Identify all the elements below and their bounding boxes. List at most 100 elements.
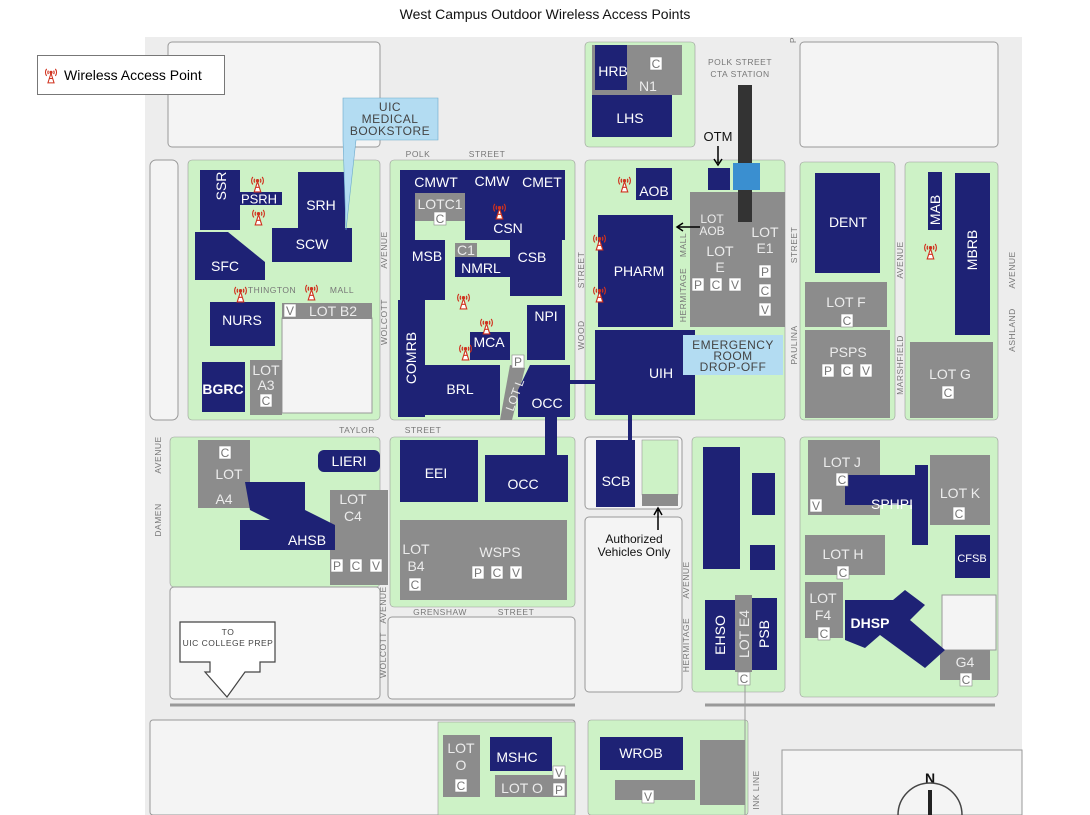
lot-c4[interactable]: LOT — [339, 491, 367, 507]
building-hrb[interactable]: HRB — [598, 63, 628, 79]
lot-a3[interactable]: LOT — [252, 362, 280, 378]
lot-k[interactable]: LOT K — [940, 485, 981, 501]
building-srh[interactable]: SRH — [306, 197, 336, 213]
building-pharm[interactable]: PHARM — [614, 263, 665, 279]
svg-text:MALL: MALL — [678, 233, 688, 257]
svg-text:STREET: STREET — [469, 149, 506, 159]
lot-label: C4 — [344, 508, 362, 524]
street-labels: POLK STREET TAYLOR STREET GRENSHAW STREE… — [153, 37, 1017, 810]
building-wrob[interactable]: WROB — [619, 745, 663, 761]
building-ehso[interactable]: EHSO — [712, 615, 728, 655]
building-nurs[interactable]: NURS — [222, 312, 262, 328]
lot-labels[interactable]: LOT A3 LOT B2 LOTC1 C1 LOT L N1 LOT AOB … — [215, 78, 980, 796]
building-ssr[interactable]: SSR — [213, 172, 229, 201]
lot-aob[interactable]: LOT — [700, 212, 724, 226]
svg-text:TO: TO — [222, 627, 235, 637]
otm-label: OTM — [704, 129, 733, 144]
building-labels[interactable]: SSR PSRH SRH SCW SFC NURS BGRC CMWT CMW … — [202, 63, 986, 765]
building-aob[interactable]: AOB — [639, 183, 669, 199]
lot-wsps[interactable]: WSPS — [479, 544, 520, 560]
svg-text:WOLCOTT: WOLCOTT — [379, 299, 389, 345]
lot-f4[interactable]: LOT — [809, 590, 837, 606]
permit-badges: C V C P C P C V P C V C P C V C C P C V … — [218, 56, 973, 804]
svg-text:STREET: STREET — [498, 607, 535, 617]
building-eei[interactable]: EEI — [425, 465, 448, 481]
building-psb[interactable]: PSB — [756, 620, 772, 648]
lot-o-south[interactable]: LOT O — [501, 780, 543, 796]
svg-text:C: C — [262, 394, 271, 408]
authorized-label: Vehicles Only — [598, 545, 671, 559]
svg-text:THINGTON: THINGTON — [248, 285, 296, 295]
college-prep-arrow[interactable]: TO UIC COLLEGE PREP — [179, 621, 276, 698]
svg-text:C: C — [352, 559, 361, 573]
building-lieri[interactable]: LIERI — [331, 453, 366, 469]
building-ahsb[interactable]: AHSB — [288, 532, 326, 548]
svg-text:V: V — [644, 790, 652, 804]
building-cmw[interactable]: CMW — [475, 173, 511, 189]
building-occ-south[interactable]: OCC — [507, 476, 538, 492]
svg-text:V: V — [555, 766, 563, 780]
building-scb[interactable]: SCB — [602, 473, 631, 489]
building-comrb[interactable]: COMRB — [403, 332, 419, 384]
authorized-label: Authorized — [605, 532, 662, 546]
lot-e1[interactable]: LOT — [751, 224, 779, 240]
er-label: EMERGENCY — [692, 338, 774, 352]
building-npi[interactable]: NPI — [534, 308, 557, 324]
lot-a4[interactable]: LOT — [215, 466, 243, 482]
svg-text:V: V — [761, 303, 769, 317]
building-psrh[interactable]: PSRH — [241, 192, 277, 207]
building-cmwt[interactable]: CMWT — [414, 174, 458, 190]
building-bgrc[interactable]: BGRC — [202, 381, 243, 397]
building-cmet[interactable]: CMET — [522, 174, 562, 190]
lot-n1[interactable]: N1 — [639, 78, 657, 94]
svg-text:C: C — [838, 473, 847, 487]
lot-h[interactable]: LOT H — [823, 546, 864, 562]
building-dent[interactable]: DENT — [829, 214, 868, 230]
arrow-icon — [653, 506, 663, 530]
lot-e[interactable]: LOT — [706, 243, 734, 259]
building-brl[interactable]: BRL — [446, 381, 473, 397]
building-mshc[interactable]: MSHC — [496, 749, 537, 765]
building-occ[interactable]: OCC — [531, 395, 562, 411]
er-label: ROOM — [713, 349, 752, 363]
building-uih[interactable]: UIH — [649, 365, 673, 381]
lot-f[interactable]: LOT F — [826, 294, 865, 310]
lot-b2[interactable]: LOT B2 — [309, 303, 357, 319]
legend: Wireless Access Point — [37, 55, 225, 95]
lot-c1b[interactable]: C1 — [457, 242, 475, 258]
building-dhsp[interactable]: DHSP — [851, 615, 890, 631]
lot-label: A3 — [257, 377, 274, 393]
svg-text:HERMITAGE: HERMITAGE — [681, 618, 691, 672]
cta-platform — [738, 85, 752, 222]
bookstore-callout: UIC MEDICAL BOOKSTORE — [342, 97, 439, 231]
cta-station[interactable] — [733, 163, 760, 190]
lot-psps[interactable]: PSPS — [829, 344, 866, 360]
svg-text:P: P — [333, 559, 341, 573]
building-lhs[interactable]: LHS — [616, 110, 643, 126]
svg-text:V: V — [286, 304, 294, 318]
lot-g4[interactable]: G4 — [956, 654, 975, 670]
arrow-icon — [675, 222, 700, 232]
building-msb[interactable]: MSB — [412, 248, 442, 264]
svg-text:P: P — [694, 278, 702, 292]
building-mab[interactable]: MAB — [927, 195, 943, 225]
lot-e4[interactable]: LOT E4 — [736, 610, 752, 658]
svg-text:AVENUE: AVENUE — [681, 561, 691, 598]
building-cfsb[interactable]: CFSB — [957, 553, 986, 565]
building-csn[interactable]: CSN — [493, 220, 523, 236]
building-csb[interactable]: CSB — [518, 249, 547, 265]
building-mca[interactable]: MCA — [473, 334, 505, 350]
lot-o[interactable]: LOT — [447, 740, 475, 756]
building-mbrb[interactable]: MBRB — [964, 230, 980, 270]
lot-c1[interactable]: LOTC1 — [417, 196, 462, 212]
lot-j[interactable]: LOT J — [823, 454, 861, 470]
building-sfc[interactable]: SFC — [211, 258, 239, 274]
lot-b4[interactable]: LOT — [402, 541, 430, 557]
building-scw[interactable]: SCW — [296, 236, 329, 252]
building-nmrl[interactable]: NMRL — [461, 260, 501, 276]
lot-g[interactable]: LOT G — [929, 366, 971, 382]
svg-text:V: V — [812, 499, 820, 513]
building-sphpi[interactable]: SPHPI — [871, 496, 913, 512]
svg-text:P: P — [474, 566, 482, 580]
